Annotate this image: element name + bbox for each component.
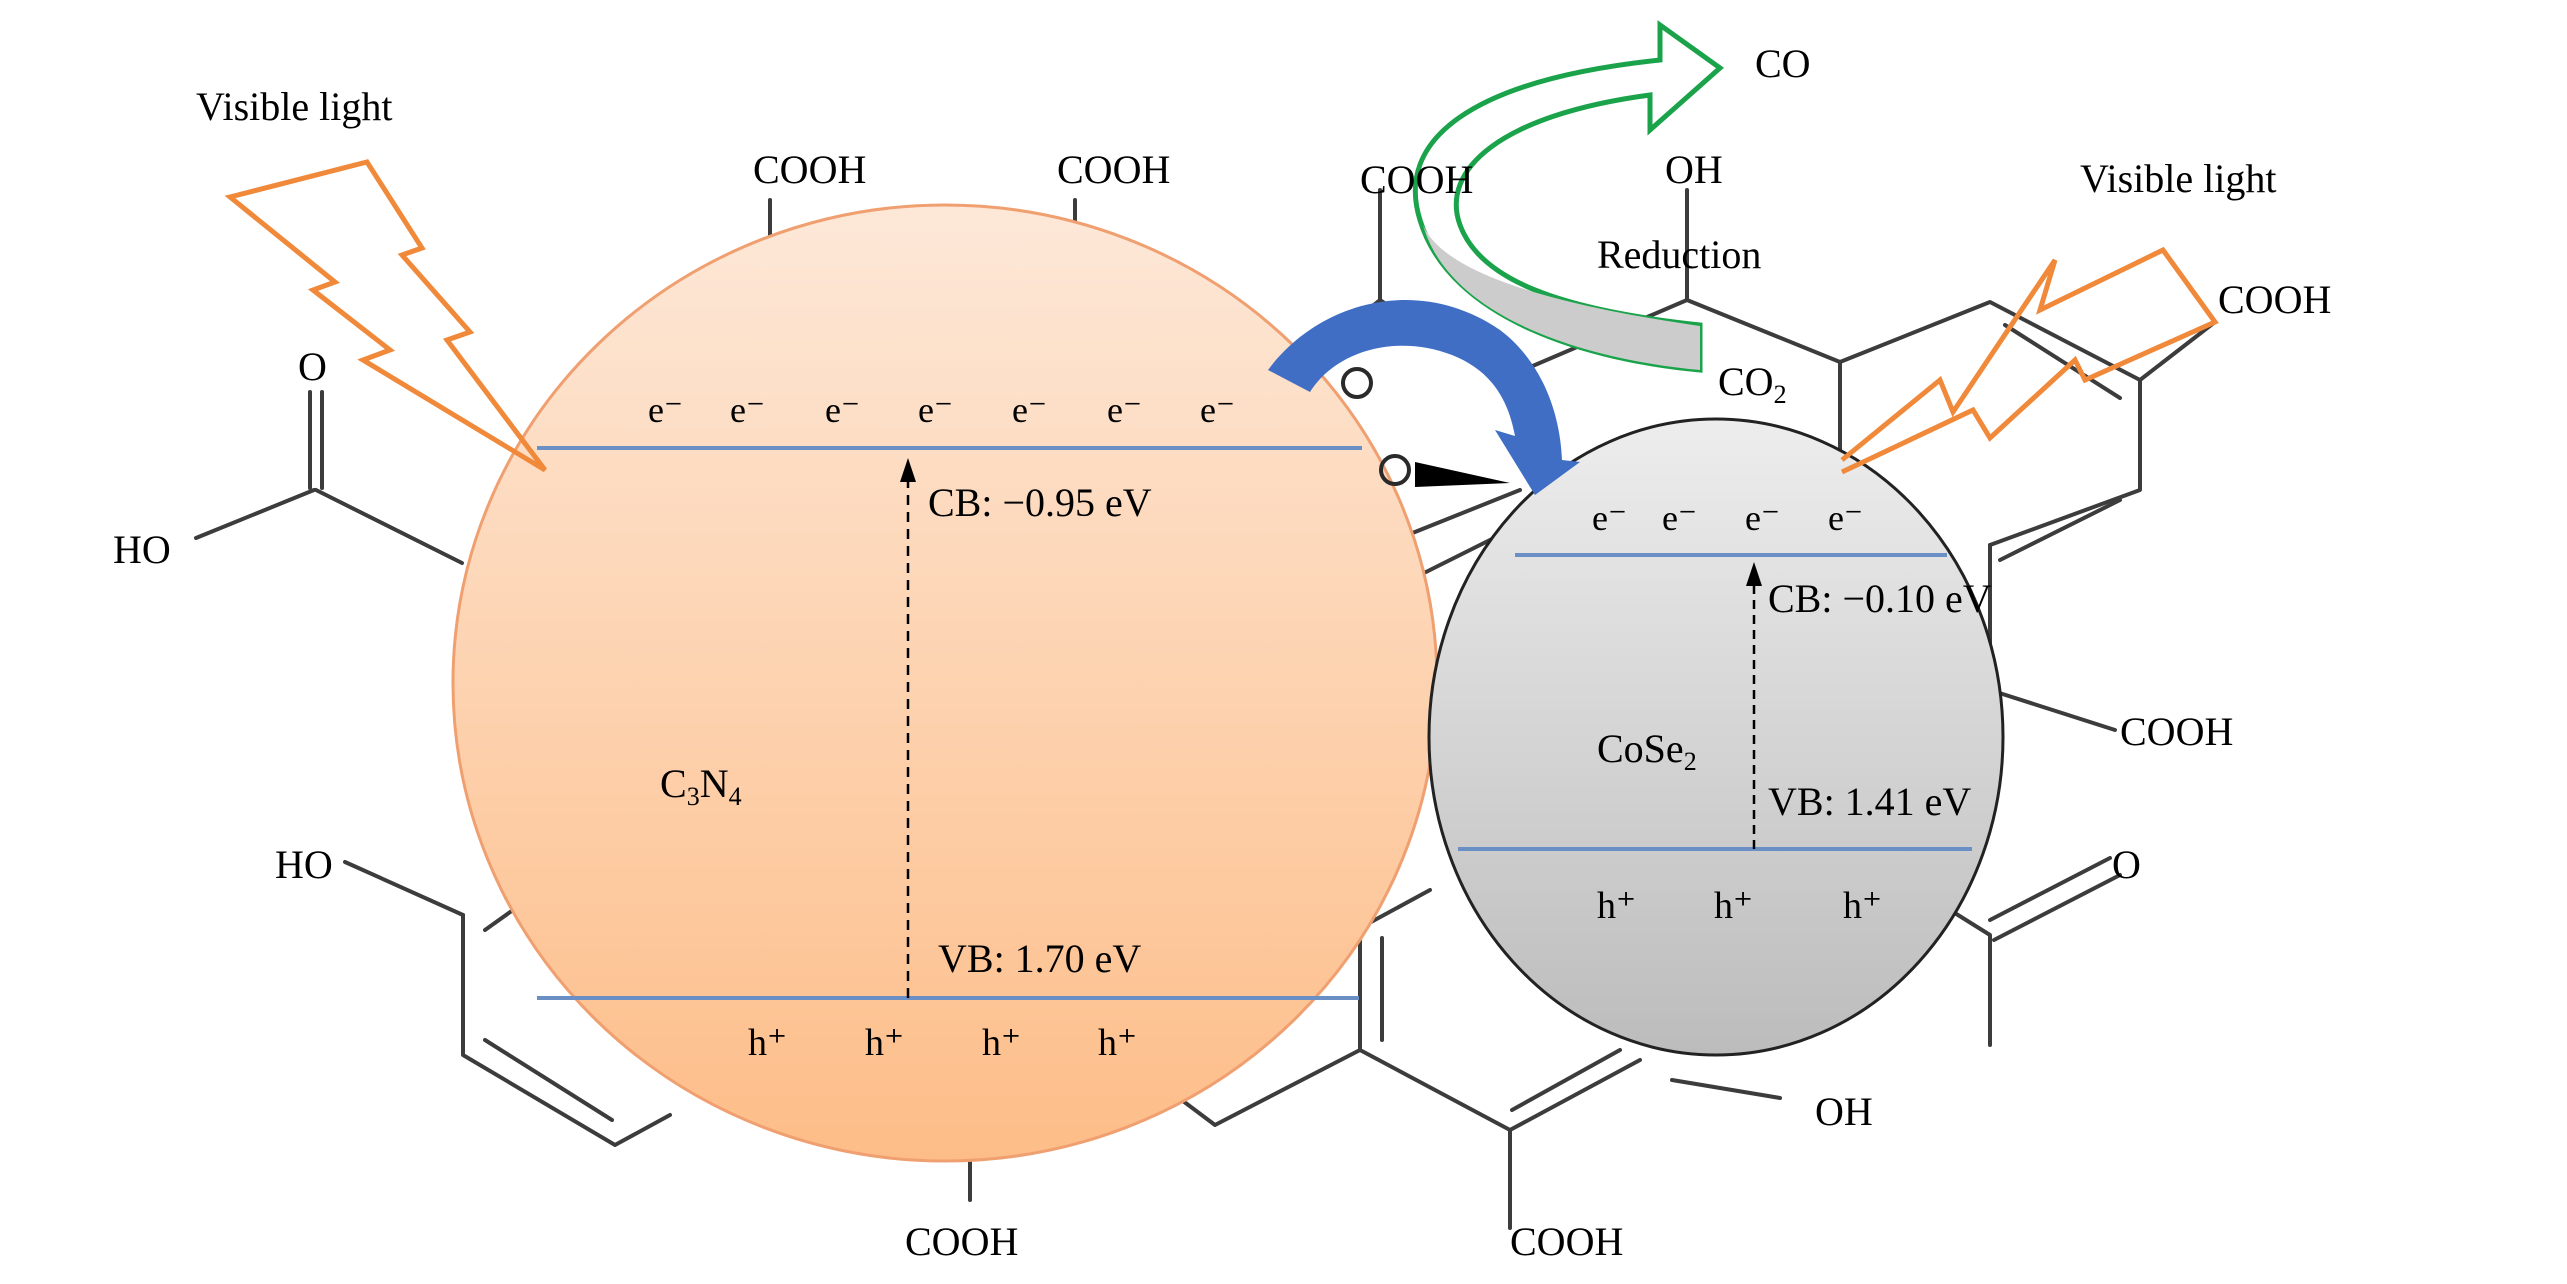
bottom-oh-bond xyxy=(1670,1078,1782,1100)
c3n4-excitation-arrowhead xyxy=(900,458,916,482)
visible-light-label-right: Visible light xyxy=(2080,156,2276,201)
c3n4-label: C3N4 xyxy=(660,761,742,811)
group-bottom-oh: OH xyxy=(1815,1089,1873,1134)
group-right-o: O xyxy=(2112,842,2141,887)
group-left-ho-lower: HO xyxy=(275,842,333,887)
c3n4-electron: e⁻ xyxy=(730,390,765,430)
c3n4-electron: e⁻ xyxy=(825,390,860,430)
c3n4-electron: e⁻ xyxy=(918,390,953,430)
right-ketone-chain xyxy=(1948,908,1992,1047)
cose2-electron: e⁻ xyxy=(1745,498,1780,538)
group-bottom-cooh-1: COOH xyxy=(905,1219,1018,1264)
lower-left-ring xyxy=(461,913,672,1147)
ring-atom-o-upper xyxy=(1341,367,1373,399)
c3n4-electron: e⁻ xyxy=(1107,390,1142,430)
c3n4-hole: h⁺ xyxy=(865,1022,904,1064)
cose2-vb-label: VB: 1.41 eV xyxy=(1768,779,1971,824)
graphene-oxide-skeleton xyxy=(194,188,2217,1230)
cose2-cb-label: CB: −0.10 eV xyxy=(1768,576,1992,621)
cose2-particle: e⁻ e⁻ e⁻ e⁻ CB: −0.10 eV VB: 1.41 eV CoS… xyxy=(1427,417,2005,1057)
cose2-hole: h⁺ xyxy=(1597,885,1636,927)
right-cooh-mid-bond xyxy=(1988,688,2117,732)
left-carboxyl-bond xyxy=(314,488,464,565)
left-ho-bond xyxy=(194,488,316,540)
product-co-label: CO xyxy=(1755,41,1811,86)
ring-atom-o-lower xyxy=(1379,454,1411,486)
lower-right-ring-edge-double xyxy=(1510,1048,1622,1112)
c3n4-electron: e⁻ xyxy=(1012,390,1047,430)
right-ring-double xyxy=(1998,498,2122,562)
group-bottom-cooh-2: COOH xyxy=(1510,1219,1623,1264)
group-top-cooh-2: COOH xyxy=(1057,147,1170,192)
lower-left-ring-double xyxy=(483,1038,614,1122)
wedge-bond xyxy=(1415,462,1510,487)
lightning-bolt-right-icon xyxy=(1840,246,2219,475)
reduction-label: Reduction xyxy=(1597,232,1761,277)
cose2-hole: h⁺ xyxy=(1843,885,1882,927)
visible-light-label-left: Visible light xyxy=(196,84,392,129)
c3n4-hole: h⁺ xyxy=(982,1022,1021,1064)
lower-right-ring-edge xyxy=(1508,1058,1642,1132)
upper-ring-double xyxy=(2003,323,2122,400)
reactant-co2-label: CO2 xyxy=(1718,359,1787,409)
left-ho-lower-bond xyxy=(343,860,465,917)
cose2-excitation-arrowhead xyxy=(1746,562,1762,586)
c3n4-electron: e⁻ xyxy=(1200,390,1235,430)
c3n4-cb-label: CB: −0.95 eV xyxy=(928,480,1152,525)
group-right-cooh-upper: COOH xyxy=(2218,277,2331,322)
cose2-label: CoSe2 xyxy=(1597,726,1697,776)
right-ring-lower xyxy=(1988,478,2142,547)
group-left-o: O xyxy=(298,344,327,389)
middle-link-a xyxy=(1393,488,1522,542)
junction-ring-fragment xyxy=(1341,367,1510,487)
c3n4-hole: h⁺ xyxy=(1098,1022,1137,1064)
right-cooh-upper-bond xyxy=(2138,320,2217,382)
reduction-arrow-fill xyxy=(1423,225,1700,370)
cose2-electron: e⁻ xyxy=(1592,498,1627,538)
group-top-oh: OH xyxy=(1665,147,1723,192)
group-top-cooh-3: COOH xyxy=(1360,157,1473,202)
right-ketone-double-a xyxy=(1988,856,2112,922)
group-left-ho-upper: HO xyxy=(113,527,171,572)
c3n4-electron: e⁻ xyxy=(648,390,683,430)
upper-ring-b xyxy=(1498,298,2142,482)
lightning-bolt-left-icon xyxy=(224,159,547,473)
c3n4-particle: e⁻ e⁻ e⁻ e⁻ e⁻ e⁻ e⁻ CB: −0.95 eV VB: 1.… xyxy=(451,203,1439,1163)
c3n4-vb-label: VB: 1.70 eV xyxy=(938,936,1141,981)
cose2-sphere xyxy=(1427,417,2005,1057)
c3n4-hole: h⁺ xyxy=(748,1022,787,1064)
lower-mid-link xyxy=(1173,1048,1362,1127)
group-right-cooh-mid: COOH xyxy=(2120,709,2233,754)
group-top-cooh-1: COOH xyxy=(753,147,866,192)
cose2-hole: h⁺ xyxy=(1714,885,1753,927)
cose2-electron: e⁻ xyxy=(1662,498,1697,538)
right-ketone-double-b xyxy=(1992,873,2122,942)
cose2-electron: e⁻ xyxy=(1828,498,1863,538)
electron-transfer-arrow xyxy=(1268,300,1580,495)
